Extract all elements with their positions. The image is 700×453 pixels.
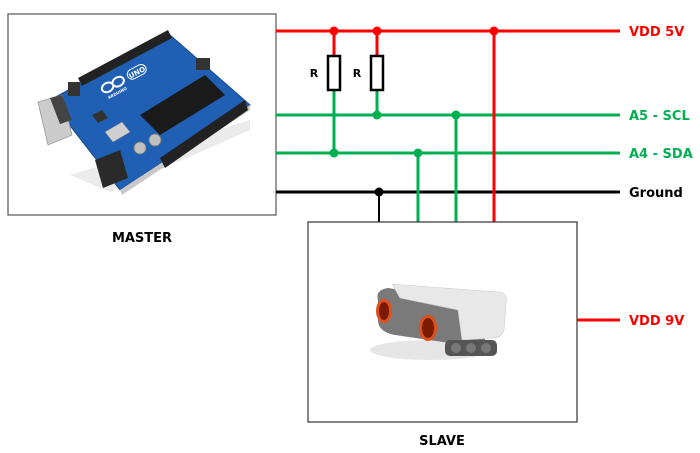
- scl-label: A5 - SCL: [629, 109, 690, 124]
- slave-connections: [374, 26, 499, 222]
- arduino-board-image: UNO ARDUINO: [37, 30, 251, 195]
- junction-dot: [329, 148, 339, 158]
- junction-dot: [329, 26, 339, 36]
- resistor-sda-label: R: [310, 67, 319, 80]
- scl-bus: A5 - SCL: [276, 109, 690, 124]
- slave-device: SLAVE: [307, 221, 578, 449]
- master-label: MASTER: [112, 231, 172, 246]
- junction-dot: [451, 110, 461, 120]
- junction-dot: [372, 110, 382, 120]
- junction-dot: [372, 26, 382, 36]
- ultrasonic-sensor-image: [370, 283, 507, 360]
- sda-label: A4 - SDA: [629, 147, 693, 162]
- junction-dot: [489, 26, 499, 36]
- vdd-9v-label: VDD 9V: [629, 314, 684, 329]
- slave-label: SLAVE: [419, 434, 465, 449]
- vdd-9v-supply: VDD 9V: [577, 314, 684, 329]
- junction-dot: [413, 148, 423, 158]
- sda-bus: A4 - SDA: [276, 147, 693, 162]
- resistor-scl-body: [369, 54, 385, 92]
- pullup-resistor-sda: R: [310, 26, 342, 158]
- pullup-resistor-scl: R: [353, 26, 385, 120]
- master-device: UNO ARDUINO MASTER: [7, 13, 277, 246]
- ground-label: Ground: [629, 186, 683, 201]
- vdd-5v-label: VDD 5V: [629, 25, 684, 40]
- ground-bus: Ground: [276, 186, 683, 201]
- resistor-scl-label: R: [353, 67, 362, 80]
- junction-dot: [374, 187, 384, 197]
- resistor-sda-body: [326, 54, 342, 92]
